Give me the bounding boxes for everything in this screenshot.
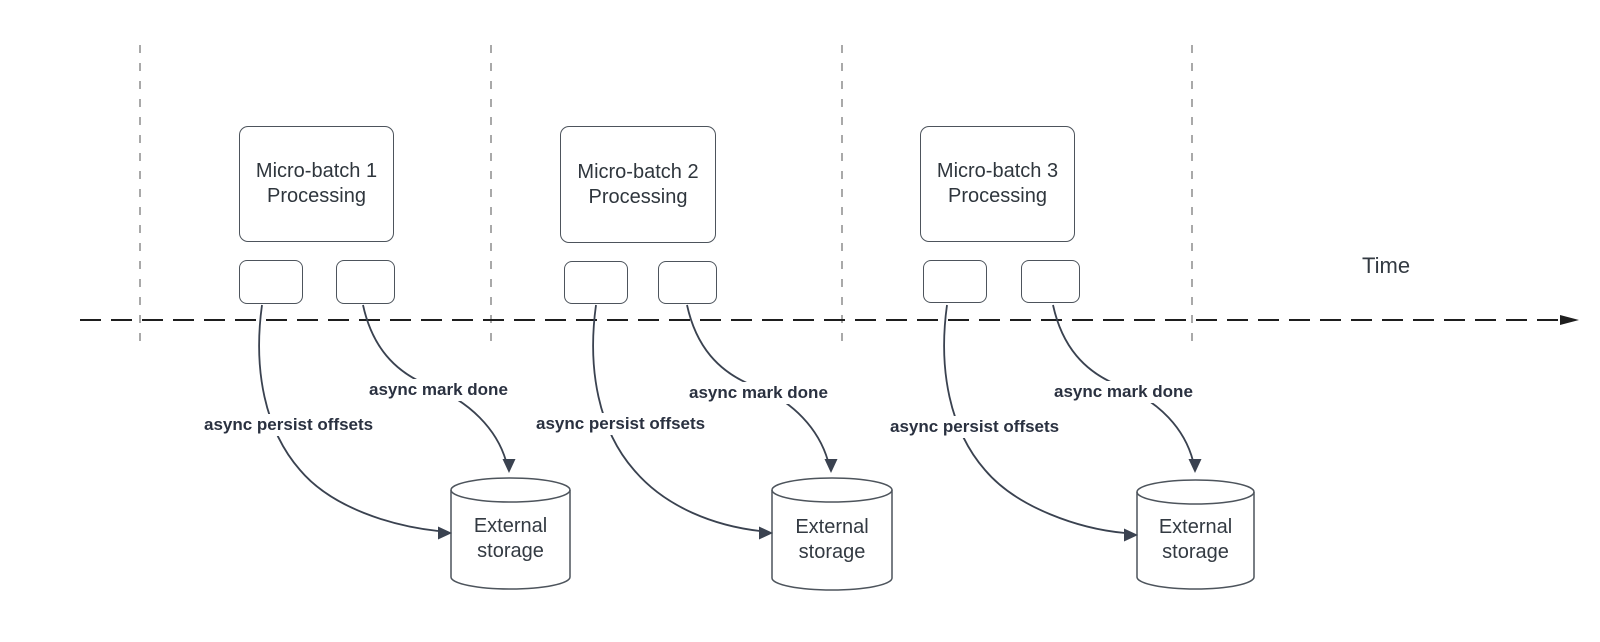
done-task-box-3 [1021, 260, 1080, 303]
micro-batch-2-box: Micro-batch 2 Processing [560, 126, 716, 243]
external-storage-label-2: External storage [795, 515, 869, 563]
time-axis-label: Time [1362, 253, 1411, 278]
time-axis-arrowhead [1560, 315, 1579, 325]
external-storage-label-3: External storage [1158, 515, 1233, 563]
micro-batch-1-box: Micro-batch 1 Processing [239, 126, 394, 242]
micro-batch-1-title: Micro-batch 1 [255, 160, 378, 182]
persist-offsets-label-1: async persist offsets [202, 414, 376, 436]
micro-batch-2-title: Micro-batch 2 [577, 160, 699, 183]
offset-task-box-2 [564, 261, 628, 304]
micro-batch-3-subtitle: Processing [948, 185, 1047, 207]
persist-offsets-arrow-2 [592, 304, 761, 532]
offset-task-box-3 [923, 260, 987, 303]
external-storage-cylinder-3 [1136, 479, 1255, 590]
micro-batch-3-box: Micro-batch 3 Processing [920, 126, 1075, 242]
offset-task-box-1 [239, 260, 303, 304]
mark-done-arrowhead-1 [502, 459, 516, 473]
micro-batch-3-title: Micro-batch 3 [936, 160, 1059, 182]
done-task-box-2 [658, 261, 717, 304]
persist-offsets-arrow-1 [258, 304, 439, 532]
persist-offsets-arrowhead-2 [759, 526, 773, 540]
persist-offsets-arrowhead-3 [1124, 528, 1138, 542]
persist-offsets-label-3: async persist offsets [888, 416, 1062, 438]
mark-done-label-2: async mark done [687, 382, 830, 404]
persist-offsets-label-2: async persist offsets [534, 413, 708, 435]
external-storage-cylinder-2 [771, 477, 893, 591]
persist-offsets-arrowhead-1 [438, 526, 452, 540]
external-storage-cylinder-1 [450, 477, 571, 590]
done-task-box-1 [336, 260, 395, 304]
external-storage-label-1: External storage [473, 515, 548, 562]
persist-offsets-arrow-3 [943, 304, 1126, 534]
mark-done-label-3: async mark done [1052, 381, 1195, 403]
mark-done-arrowhead-2 [824, 459, 838, 473]
mark-done-label-1: async mark done [367, 379, 510, 401]
mark-done-arrowhead-3 [1188, 459, 1202, 473]
micro-batch-2-subtitle: Processing [588, 185, 688, 208]
micro-batch-1-subtitle: Processing [267, 185, 366, 207]
